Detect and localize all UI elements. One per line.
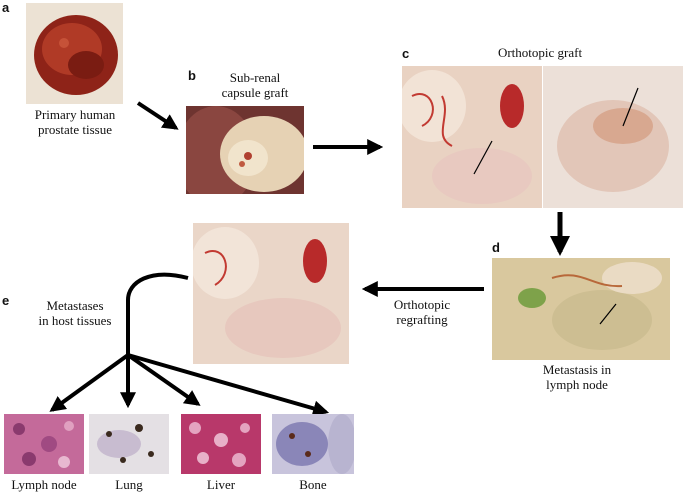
panel-letter-a: a (2, 0, 10, 15)
caption-e-line2: in host tissues (38, 313, 112, 328)
caption-e: Metastases in host tissues (20, 298, 130, 328)
panel-letter-e: e (2, 293, 10, 308)
prostate-tissue-photo (26, 3, 123, 104)
caption-a-line2: prostate tissue (37, 122, 112, 137)
caption-c: Orthotopic graft (497, 45, 583, 60)
tissue-label-lung: Lung (115, 477, 143, 492)
panel-letter-b: b (188, 68, 196, 83)
bone-histology-image (272, 414, 354, 474)
liver-histology-image (181, 414, 261, 474)
caption-e-line1: Metastases (46, 298, 104, 313)
caption-d-line2: lymph node (546, 377, 608, 392)
curve-to-metastases (126, 272, 189, 355)
caption-b: Sub-renal capsule graft (205, 70, 305, 100)
tissue-label-lymph-node: Lymph node (11, 477, 77, 492)
arrow-to-bone (127, 353, 330, 417)
caption-b-line2: capsule graft (221, 85, 289, 100)
tissue-label-bone: Bone (299, 477, 327, 492)
lymph-node-histology-image (4, 414, 84, 474)
lung-histology-image (89, 414, 169, 474)
subrenal-graft-photo (186, 106, 304, 194)
regraft-photo (193, 223, 349, 364)
panel-letter-d: d (492, 240, 500, 255)
panel-letter-c: c (402, 46, 410, 61)
caption-d: Metastasis in lymph node (512, 362, 642, 392)
lymph-node-metastasis-photo (492, 258, 670, 360)
orthotopic-graft-photo-left (402, 66, 542, 208)
caption-regraft-line2: regrafting (396, 312, 448, 327)
caption-b-line1: Sub-renal (229, 70, 281, 85)
caption-a: Primary human prostate tissue (20, 107, 130, 137)
arrow-a-to-b (136, 101, 179, 130)
arrow-to-lymph-node (49, 353, 130, 412)
caption-a-line1: Primary human (34, 107, 116, 122)
caption-d-line1: Metastasis in (542, 362, 612, 377)
arrow-to-liver (126, 353, 201, 406)
orthotopic-graft-photo-right (543, 66, 683, 208)
caption-regraft: Orthotopic regrafting (372, 297, 472, 327)
tissue-label-liver: Liver (206, 477, 236, 492)
caption-regraft-line1: Orthotopic (393, 297, 451, 312)
